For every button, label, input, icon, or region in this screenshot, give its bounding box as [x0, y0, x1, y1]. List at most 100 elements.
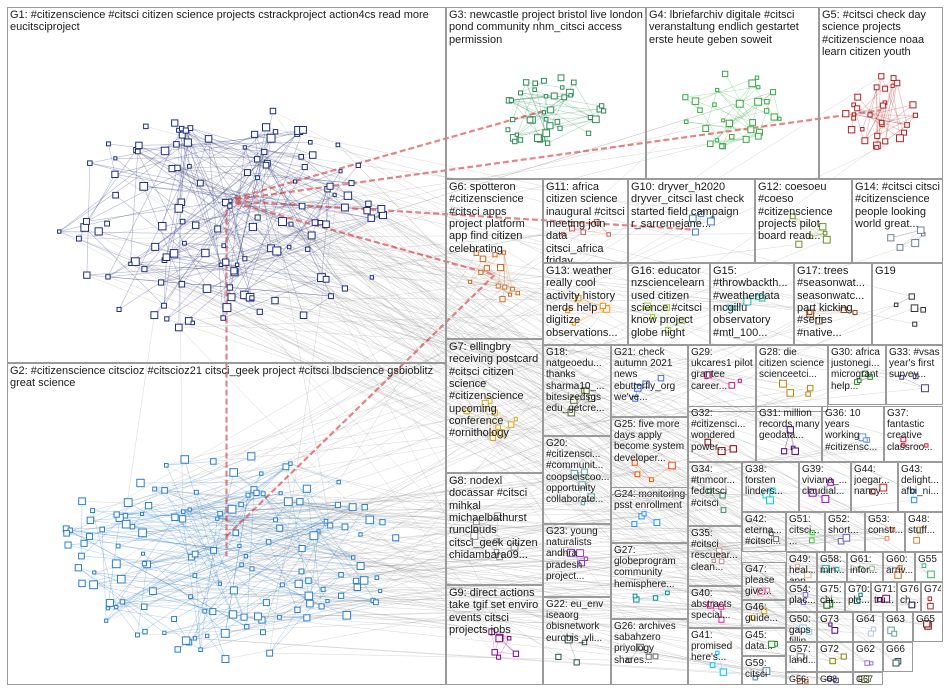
- graph-node: [626, 657, 632, 663]
- graph-edge: [344, 288, 927, 446]
- graph-edge: [93, 578, 122, 586]
- group-label: G35: #citsci rescuear... clean...: [691, 528, 738, 573]
- group-label: G50: gaps fillin...: [789, 614, 815, 642]
- graph-edge: [290, 223, 798, 567]
- graph-edge: [166, 177, 258, 258]
- graph-node: [323, 518, 329, 524]
- graph-edge: [381, 214, 837, 681]
- group-label: G40: abstracts special...: [691, 588, 732, 622]
- graph-node: [766, 496, 774, 505]
- group-label: G41: promised here's...: [691, 630, 733, 664]
- graph-node: [222, 258, 230, 266]
- graph-edge: [870, 104, 913, 116]
- graph-edge: [173, 186, 331, 254]
- graph-edge: [107, 608, 175, 620]
- graph-edge: [164, 259, 345, 289]
- graph-node: [149, 587, 157, 595]
- graph-node: [222, 198, 230, 207]
- group-cell-g64: G64: [853, 612, 883, 642]
- group-cell-g56: G56: proj...: [786, 672, 817, 685]
- graph-node: [754, 97, 763, 106]
- group-label: G26: archives sabahzero priyology shares…: [614, 621, 676, 666]
- graph-edge: [869, 114, 905, 133]
- graph-node: [286, 244, 292, 250]
- graph-node: [138, 528, 147, 538]
- graph-edge: [347, 195, 511, 295]
- group-label: G5: #citsci check day science projects #…: [822, 9, 926, 58]
- graph-node: [822, 235, 831, 244]
- graph-edge: [109, 307, 915, 604]
- graph-edge: [288, 383, 647, 502]
- graph-node: [492, 252, 498, 258]
- graph-edge: [144, 329, 669, 564]
- graph-edge: [182, 134, 807, 682]
- graph-edge: [125, 315, 155, 516]
- graph-node: [269, 107, 277, 115]
- graph-edge: [155, 246, 794, 449]
- graph-edge: [78, 567, 213, 612]
- graph-edge: [573, 305, 604, 324]
- graph-edge: [710, 101, 759, 145]
- graph-node: [322, 275, 330, 283]
- graph-edge: [229, 205, 868, 664]
- group-label: G44: joegar... nancy...: [854, 464, 890, 498]
- graph-node: [244, 169, 251, 177]
- graph-node: [568, 93, 573, 98]
- graph-node: [587, 493, 596, 502]
- group-cell-g1: G1: #citizenscience #citsci citizen scie…: [7, 7, 446, 363]
- graph-node: [161, 487, 168, 494]
- graph-node: [150, 311, 159, 320]
- graph-node: [894, 571, 902, 579]
- graph-node: [532, 87, 537, 93]
- graph-edge: [246, 304, 897, 628]
- graph-edge: [244, 258, 332, 297]
- graph-edge: [247, 172, 722, 607]
- graph-node: [141, 603, 148, 610]
- graph-edge: [890, 229, 921, 239]
- graph-node: [99, 526, 106, 533]
- graph-node: [719, 143, 725, 149]
- graph-node: [642, 380, 650, 388]
- graph-node: [277, 614, 282, 620]
- group-label: G6: spotteron #citizenscience #citsci ap…: [449, 181, 525, 255]
- graph-edge: [225, 537, 847, 660]
- graph-node: [517, 137, 524, 143]
- graph-node: [473, 526, 478, 532]
- graph-edge: [191, 556, 713, 666]
- graph-node: [221, 243, 227, 249]
- graph-node: [298, 154, 304, 160]
- graph-edge: [160, 222, 321, 283]
- graph-edge: [220, 264, 517, 654]
- graph-edge: [360, 534, 772, 645]
- graph-edge: [263, 493, 645, 514]
- graph-node: [158, 222, 167, 231]
- graph-edge: [247, 473, 262, 496]
- graph-edge: [269, 652, 629, 661]
- graph-edge: [125, 489, 255, 516]
- graph-edge: [145, 126, 845, 311]
- graph-node: [215, 516, 220, 521]
- graph-edge: [647, 306, 683, 321]
- graph-node: [271, 296, 279, 305]
- graph-edge: [382, 521, 772, 534]
- graph-node: [756, 85, 761, 90]
- graph-edge: [244, 147, 835, 631]
- graph-edge: [225, 221, 711, 263]
- graph-node: [262, 161, 270, 169]
- graph-edge: [264, 151, 902, 378]
- graph-node: [800, 599, 806, 605]
- graph-edge: [188, 556, 247, 643]
- graph-node: [470, 532, 479, 540]
- graph-edge: [194, 124, 908, 639]
- graph-node: [564, 635, 573, 644]
- group-label: G47: please give...: [745, 564, 775, 598]
- graph-edge: [516, 119, 596, 135]
- graph-edge: [66, 528, 247, 628]
- group-label: G56: proj...: [789, 674, 809, 684]
- graph-node: [842, 110, 850, 118]
- graph-edge-strong: [225, 274, 496, 537]
- graph-node: [891, 630, 898, 637]
- graph-node: [779, 379, 787, 388]
- graph-edge: [252, 226, 826, 569]
- graph-edge: [520, 92, 589, 134]
